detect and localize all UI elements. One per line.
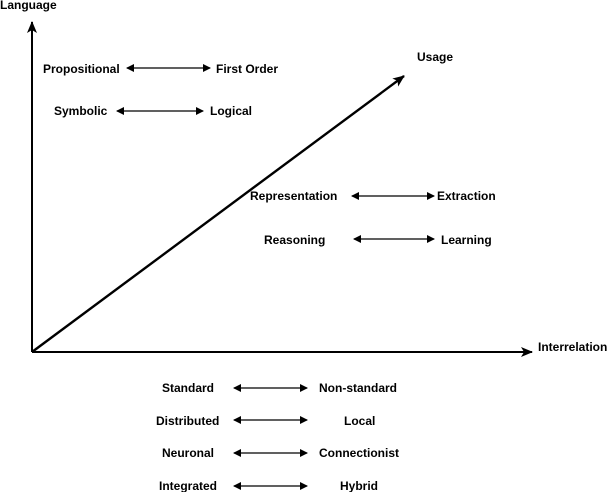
extraction-label: Extraction [437,189,496,203]
distributed-label: Distributed [156,414,219,428]
representation-label: Representation [250,189,337,203]
first-order-label: First Order [216,62,278,76]
integrated-label: Integrated [159,479,217,492]
interrelation-axis-label: Interrelation [538,340,607,354]
neuronal-label: Neuronal [162,446,214,460]
hybrid-label: Hybrid [340,479,378,492]
usage-axis-label: Usage [417,50,453,64]
reasoning-label: Reasoning [264,233,325,247]
non-standard-label: Non-standard [319,381,397,395]
symbolic-label: Symbolic [54,104,108,118]
usage-axis [31,75,405,353]
logical-label: Logical [210,104,252,118]
learning-label: Learning [441,233,492,247]
standard-label: Standard [162,381,214,395]
language-axis-label: Language [0,0,57,12]
propositional-label: Propositional [43,62,120,76]
connectionist-label: Connectionist [319,446,399,460]
local-label: Local [344,414,375,428]
